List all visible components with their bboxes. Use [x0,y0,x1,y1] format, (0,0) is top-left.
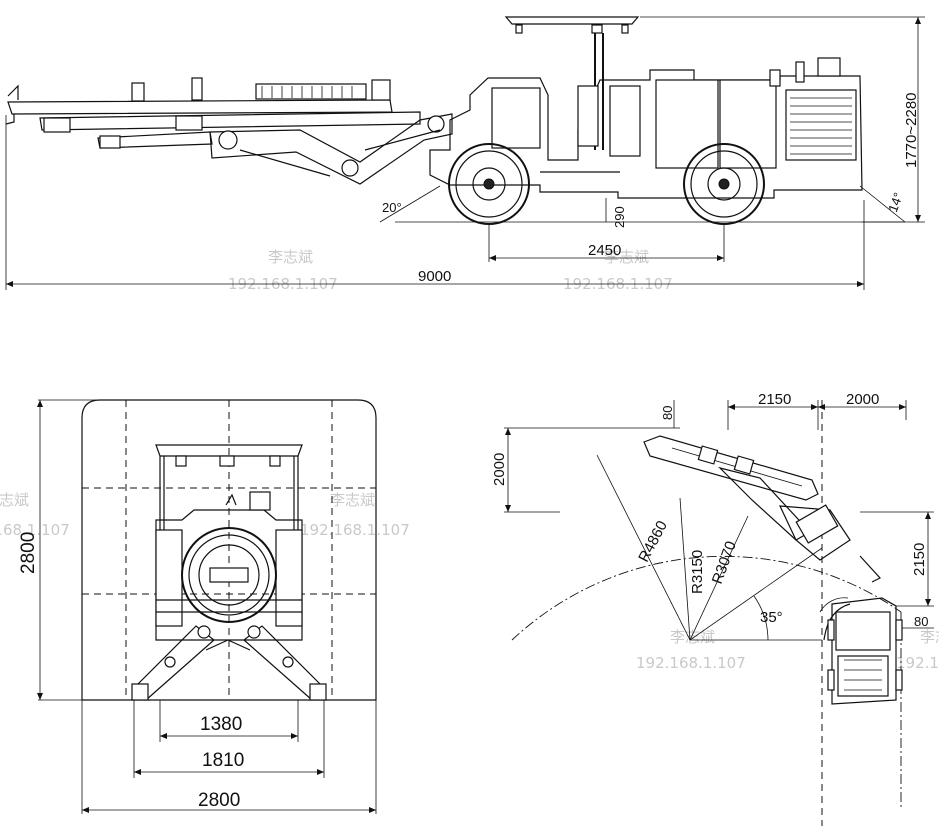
watermark-1: 李志斌 192.168.1.107 [228,248,338,293]
svg-text:李志斌: 李志斌 [0,491,29,509]
boom-angle-label: 35° [760,609,783,626]
front-wheel [448,143,530,225]
top-left-dim-label: 2150 [758,391,791,408]
wheel-track-label: 1380 [200,714,242,735]
svg-text:192.168.1.107: 192.168.1.107 [0,521,70,539]
envelope-width-label: 2800 [198,790,240,811]
body-width-label: 1810 [202,750,244,771]
rear-wheel [683,143,765,225]
side-view: 20° 14° 290 2450 9000 1770~2280 [5,16,925,290]
watermark-5: 李志斌 192.168.1.107 [636,628,746,672]
svg-text:李志斌: 李志斌 [330,491,375,509]
svg-text:李志斌: 李志斌 [920,628,939,646]
height-range-label: 1770~2280 [903,93,920,169]
svg-text:192.168.1.107: 192.168.1.107 [636,654,746,672]
top-right-dim-label: 2000 [846,391,879,408]
overall-length-label: 9000 [418,268,451,285]
departure-angle-label: 14° [885,191,906,215]
watermark-3: 李志斌 192.168.1.107 [0,491,70,539]
envelope-height-label: 2800 [18,532,39,574]
ground-clearance-label: 290 [612,206,627,228]
svg-text:李志斌: 李志斌 [670,628,715,646]
svg-text:192.168.1.107: 192.168.1.107 [896,654,939,672]
inner-radius-label: R3070 [709,539,740,586]
middle-radius-label: R3150 [689,550,706,594]
svg-text:李志斌: 李志斌 [268,248,313,266]
right-height-dim-label: 2150 [911,543,928,576]
svg-text:192.168.1.107: 192.168.1.107 [300,521,410,539]
watermark-6: 李志斌 192.168.1.107 [896,628,939,672]
watermark-4: 李志斌 192.168.1.107 [300,491,410,539]
turning-view: R4860 R3150 R3070 35° 2150 2000 8 [491,391,934,826]
left-height-dim-label: 2000 [491,453,508,486]
approach-angle-label: 20° [382,200,402,215]
top-offset-label: 80 [660,406,675,420]
right-offset-label: 80 [914,614,928,629]
wheelbase-label: 2450 [588,242,621,259]
front-view: 2800 1380 1810 2800 [18,399,377,814]
